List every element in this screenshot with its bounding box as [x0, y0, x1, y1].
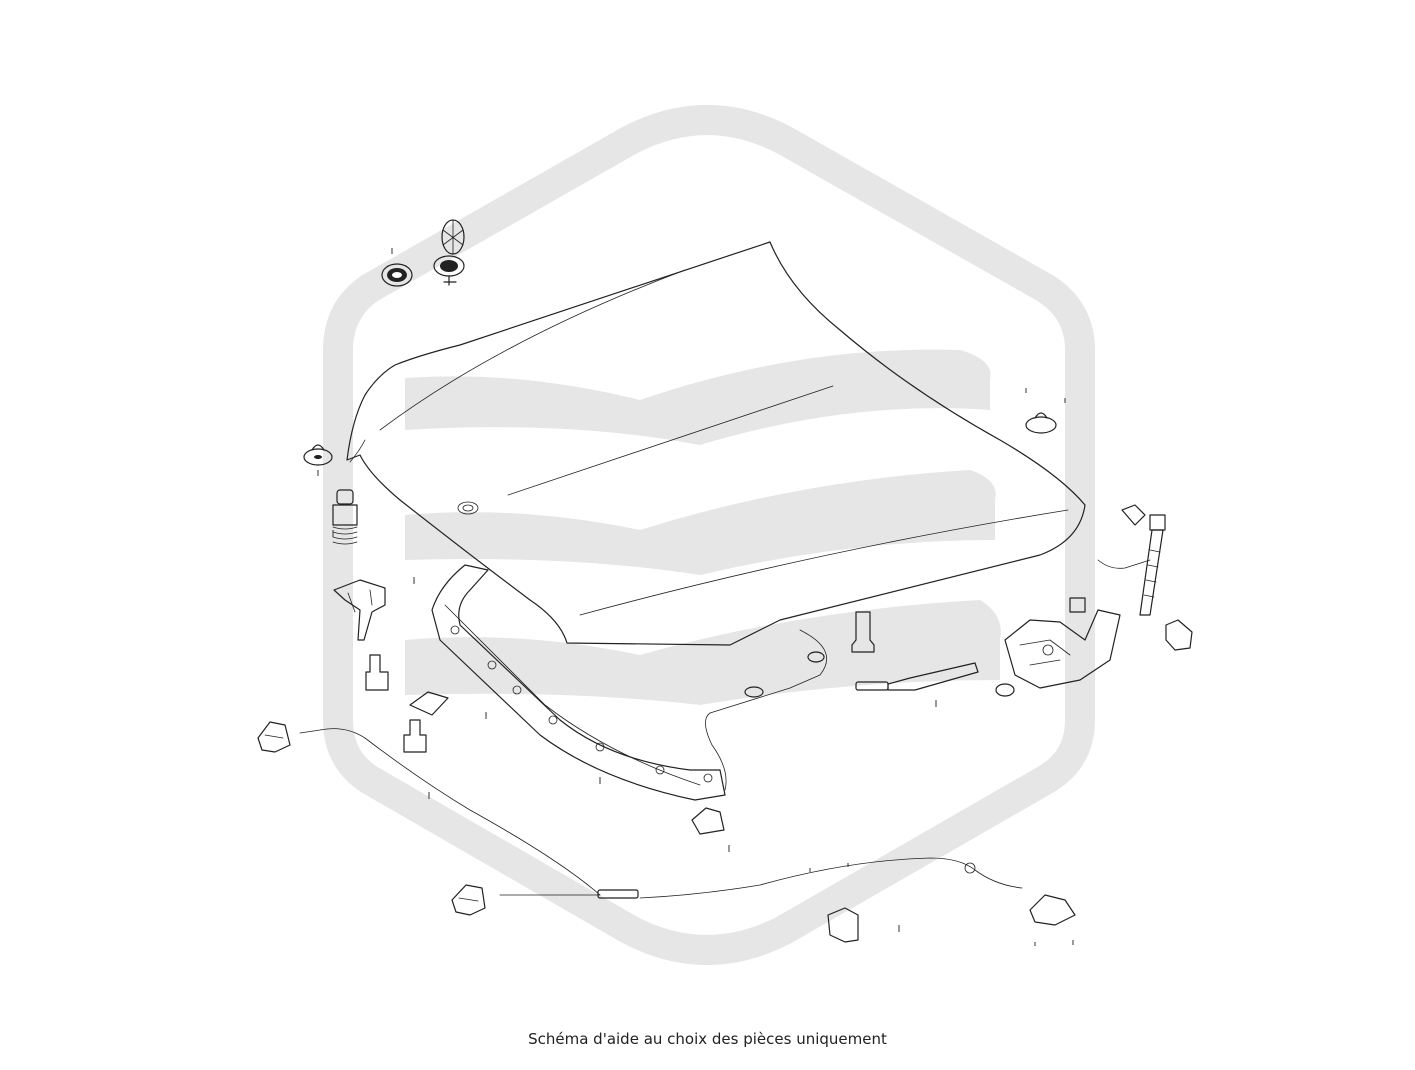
gas-strut[interactable]: [851, 611, 979, 691]
front-seal-strip[interactable]: [431, 564, 726, 801]
bonnet-panel[interactable]: [346, 241, 1086, 646]
hood-latch[interactable]: [1004, 504, 1193, 926]
clip[interactable]: [403, 412, 1057, 753]
bolt[interactable]: [1069, 514, 1166, 616]
emblem-seal[interactable]: [381, 263, 413, 287]
diagram-caption: Schéma d'aide au choix des pièces unique…: [528, 1030, 887, 1048]
hinge-bracket[interactable]: [333, 579, 389, 691]
release-cable[interactable]: [299, 629, 1023, 899]
index-ticks: [317, 248, 1074, 946]
hood-stopper[interactable]: [303, 444, 333, 466]
release-handle[interactable]: [257, 721, 859, 943]
hexagon-logo-watermark: [323, 105, 1095, 965]
star-emblem[interactable]: [433, 219, 465, 286]
spring-buffer[interactable]: [332, 489, 358, 545]
